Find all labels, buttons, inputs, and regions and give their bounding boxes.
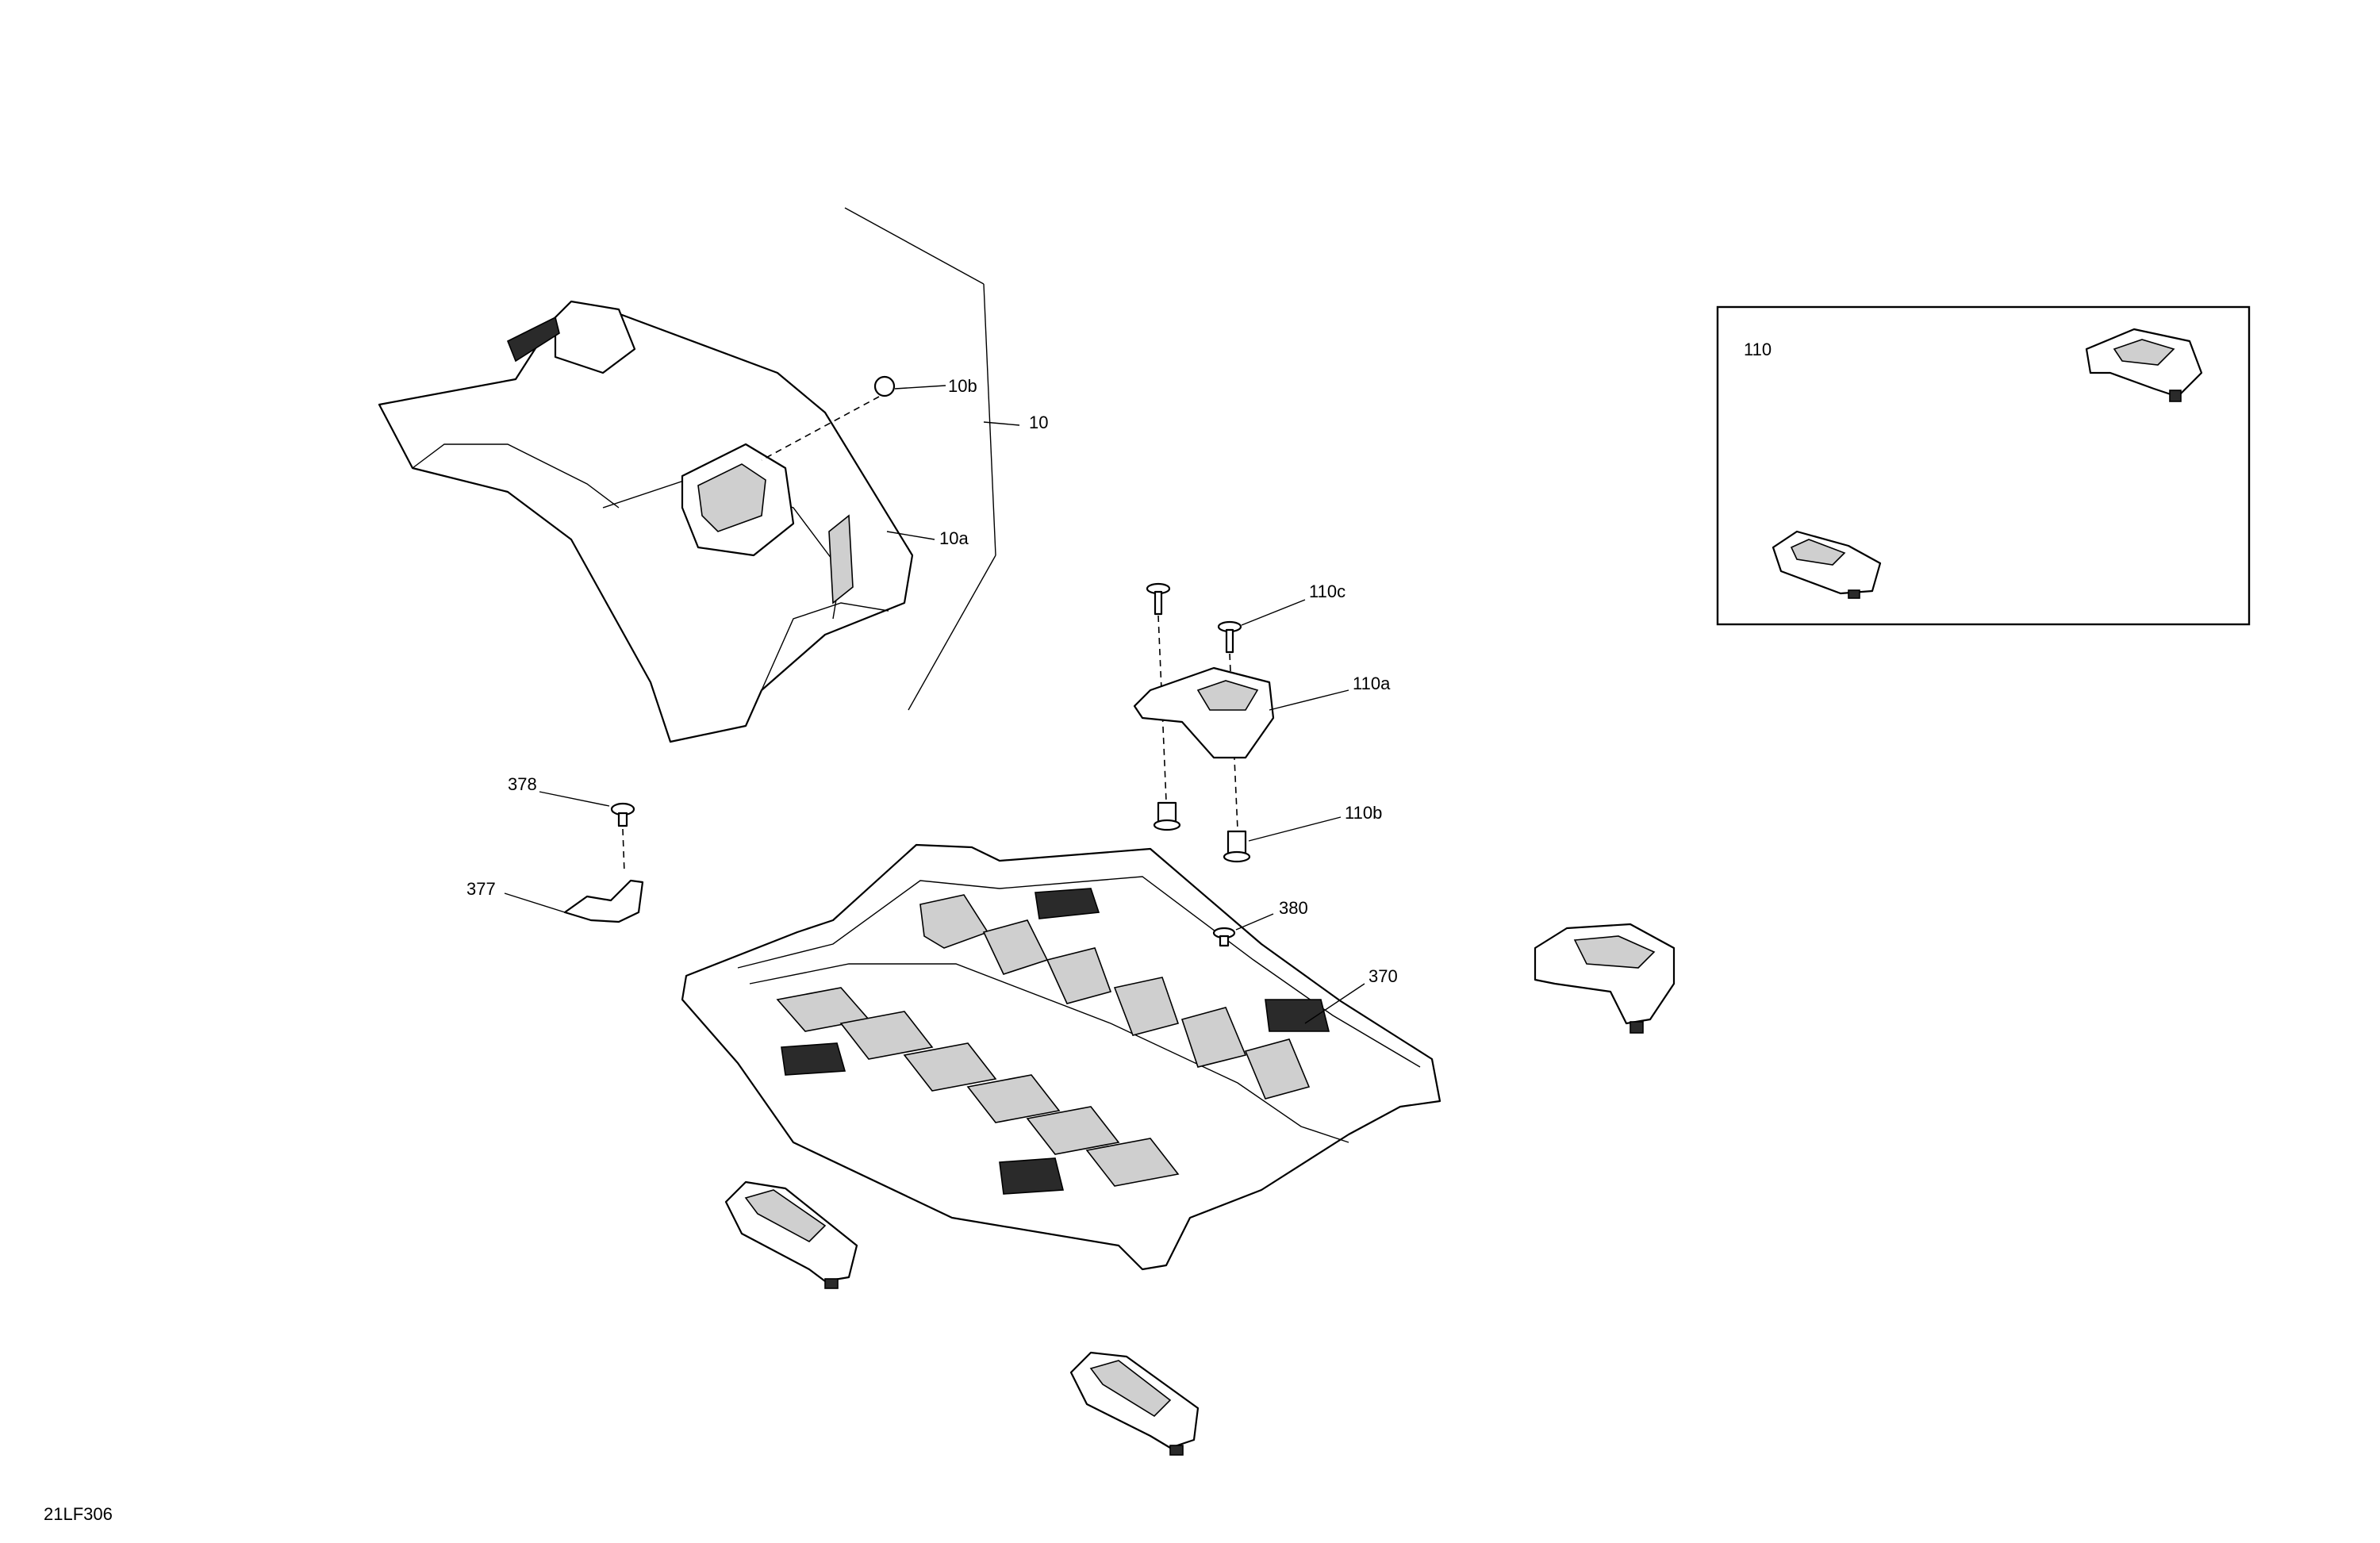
loose-handle-left-foot — [824, 1278, 839, 1289]
pocket-lower-6 — [1085, 1138, 1180, 1187]
part-110b-nuts — [1153, 801, 1342, 863]
skid-plate-logos — [781, 888, 1330, 1195]
callout-110: 110 — [1744, 340, 1772, 359]
callout-378: 378 — [508, 774, 537, 794]
inset-handle-top-foot — [2169, 390, 2182, 402]
inset-handle-top-grip — [2113, 339, 2175, 366]
inset-handle-large — [2085, 328, 2203, 402]
pocket-lower-2 — [839, 1011, 934, 1060]
pocket-lower-3 — [903, 1042, 997, 1092]
cover-top-tab — [554, 300, 636, 374]
cover-reflector — [828, 514, 854, 605]
pocket-upper-5 — [1180, 1007, 1247, 1068]
screw-10b-head — [873, 375, 896, 397]
inset-box-110 — [1716, 305, 2251, 626]
loose-handle-left — [724, 1180, 858, 1289]
pocket-lower-4 — [966, 1074, 1061, 1123]
clip-377-body — [563, 879, 644, 923]
cover-body — [378, 306, 914, 743]
handle-110a-body — [1133, 666, 1275, 759]
screw-110c-left-shank — [1154, 590, 1163, 616]
logo-badge-1 — [1035, 888, 1100, 919]
screw-110c-right-path — [1229, 653, 1238, 830]
callout-110b: 110b — [1345, 803, 1383, 823]
callout-380: 380 — [1279, 898, 1308, 918]
drawing-code: 21LF306 — [44, 1504, 113, 1524]
callout-10b: 10b — [948, 376, 977, 396]
part-370-skid-plate — [681, 843, 1441, 1271]
fastener-380-shank — [1219, 935, 1230, 947]
skid-plate-outline — [681, 843, 1441, 1271]
handle-110a-grip — [1196, 680, 1259, 711]
callout-110c: 110c — [1309, 582, 1346, 601]
leader-line-370 — [1304, 983, 1365, 1024]
nut-110b-right-flange — [1223, 850, 1251, 863]
pocket-upper-6 — [1244, 1038, 1311, 1100]
leader-line-10 — [983, 421, 1020, 426]
loose-handle-bottom-foot — [1169, 1445, 1184, 1456]
logo-badge-2 — [1265, 999, 1330, 1032]
inset-handle-small — [1772, 530, 1882, 599]
fastener-378-shank — [617, 812, 628, 827]
cover-handle-insert — [697, 463, 766, 532]
callout-377: 377 — [466, 879, 496, 899]
loose-handle-right-grip — [1573, 935, 1656, 969]
leader-line-110a — [1269, 689, 1349, 711]
callout-370: 370 — [1368, 966, 1398, 986]
fastener-378-path — [622, 828, 625, 873]
pocket-upper-3 — [1046, 947, 1112, 1004]
part-378-fastener — [539, 791, 635, 873]
inset-handle-bottom-grip — [1790, 539, 1846, 566]
part-10b-screw — [761, 375, 946, 461]
cover-lower-fold — [761, 602, 889, 691]
callout-110a: 110a — [1353, 674, 1391, 693]
leader-line-377 — [504, 892, 566, 913]
cover-ridge-left — [412, 443, 620, 509]
cover-vent-fins — [506, 316, 560, 363]
loose-handle-left-grip — [744, 1189, 827, 1242]
logo-badge-4 — [999, 1157, 1065, 1195]
leader-line-10-top — [844, 207, 985, 285]
leader-line-380 — [1235, 913, 1274, 931]
part-377-clip — [504, 879, 644, 923]
skid-plate-center-rib — [749, 963, 1349, 1143]
pocket-upper-1 — [919, 894, 989, 949]
part-10-cover — [378, 207, 1020, 743]
logo-badge-3 — [781, 1042, 846, 1076]
callout-10a: 10a — [939, 528, 969, 548]
leader-line-110b — [1248, 816, 1342, 842]
loose-handle-bottom-grip — [1089, 1360, 1172, 1418]
screw-10b-path — [761, 396, 880, 461]
loose-handle-right — [1534, 923, 1676, 1034]
callout-10: 10 — [1029, 413, 1049, 432]
pocket-lower-5 — [1026, 1106, 1120, 1155]
leader-line-10-bottom — [908, 555, 996, 711]
inset-frame — [1716, 305, 2251, 626]
leader-line-110c — [1241, 599, 1306, 626]
part-380-fastener — [1212, 913, 1274, 947]
screw-110c-right-shank — [1225, 628, 1234, 654]
skid-plate-pockets — [776, 894, 1311, 1187]
loose-handle-right-foot — [1630, 1021, 1644, 1034]
nut-110b-left-flange — [1153, 819, 1181, 831]
loose-handle-bottom — [1069, 1351, 1200, 1456]
leader-line-10a — [886, 531, 935, 540]
leader-line-378 — [539, 791, 610, 807]
leader-line-10b — [894, 385, 946, 390]
inset-handle-bottom-foot — [1848, 589, 1860, 599]
leader-line-10-right — [983, 283, 996, 556]
part-110a-handle — [1133, 666, 1349, 759]
pocket-upper-4 — [1113, 977, 1180, 1036]
